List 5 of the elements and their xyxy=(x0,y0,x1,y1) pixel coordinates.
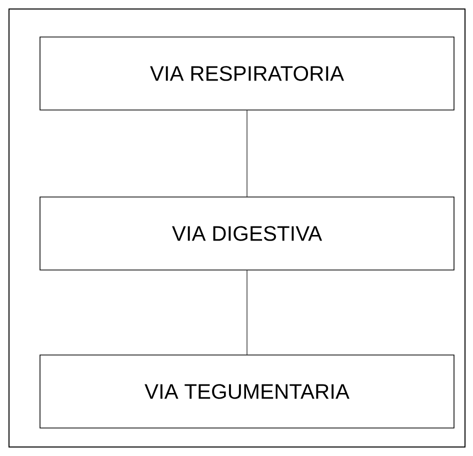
process-box: VIA TEGUMENTARIA xyxy=(40,354,454,428)
process-box: VIA DIGESTIVA xyxy=(40,196,454,270)
connector-line xyxy=(246,110,248,197)
connector-line xyxy=(246,270,248,355)
process-box: VIA RESPIRATORIA xyxy=(40,36,454,110)
